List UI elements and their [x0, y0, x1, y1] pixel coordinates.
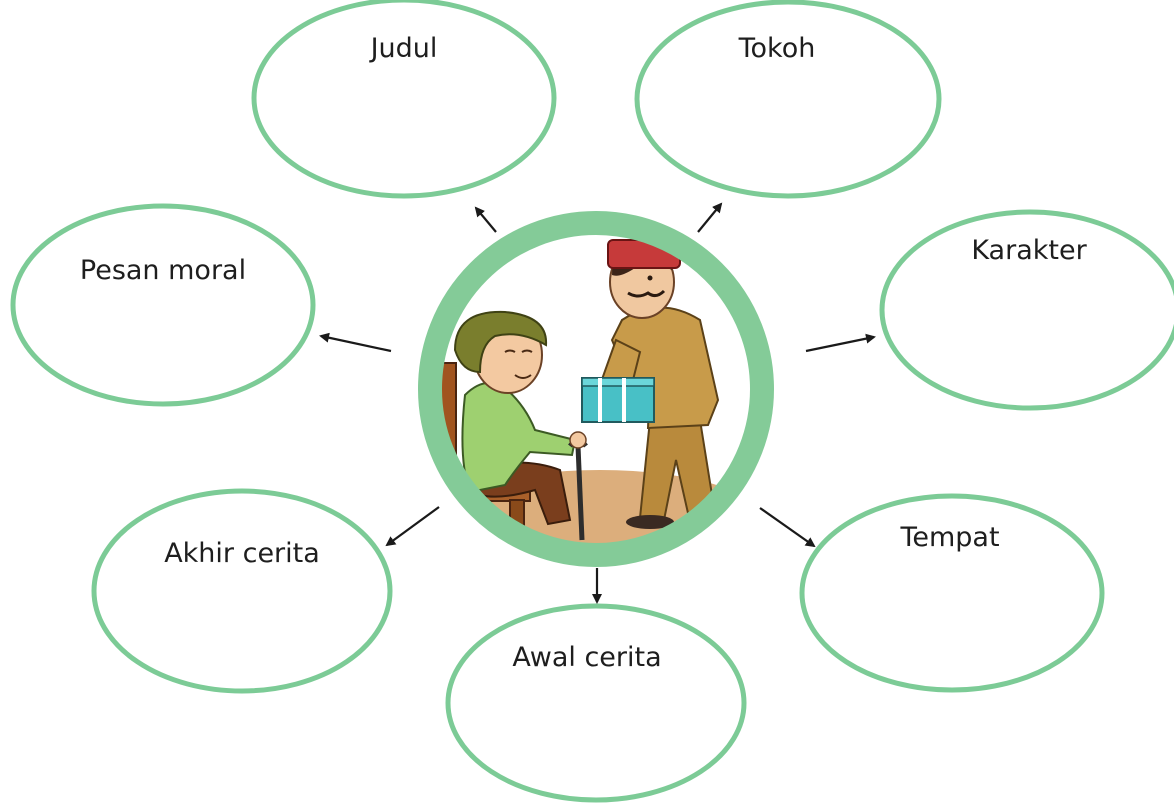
center-illustration	[418, 211, 774, 567]
arrow-to-karakter	[805, 333, 876, 353]
arrow-to-tokoh	[697, 202, 723, 233]
label-pesan-moral: Pesan moral	[80, 255, 246, 286]
label-tokoh: Tokoh	[738, 33, 816, 64]
bubble-karakter: Karakter	[879, 209, 1174, 411]
bubble-awal-cerita: Awal cerita	[445, 603, 747, 803]
label-judul: Judul	[369, 33, 438, 64]
arrow-to-judul	[474, 206, 497, 233]
arrows	[319, 202, 876, 604]
bubble-tokoh: Tokoh	[634, 0, 942, 199]
center-ring	[418, 211, 774, 567]
arrow-to-akhir-cerita	[385, 506, 440, 547]
bubble-tempat: Tempat	[799, 493, 1105, 693]
label-karakter: Karakter	[971, 235, 1087, 266]
arrow-to-pesan-moral	[319, 332, 392, 353]
elderly-woman-illustration	[453, 310, 588, 541]
bubble-judul: Judul	[251, 0, 557, 199]
label-awal-cerita: Awal cerita	[512, 642, 661, 673]
gift-box-illustration	[581, 377, 655, 423]
label-tempat: Tempat	[899, 522, 999, 553]
arrow-to-tempat	[759, 507, 816, 548]
label-akhir-cerita: Akhir cerita	[164, 538, 320, 569]
bubble-akhir-cerita: Akhir cerita	[91, 488, 393, 694]
bubble-pesan-moral: Pesan moral	[10, 203, 316, 407]
